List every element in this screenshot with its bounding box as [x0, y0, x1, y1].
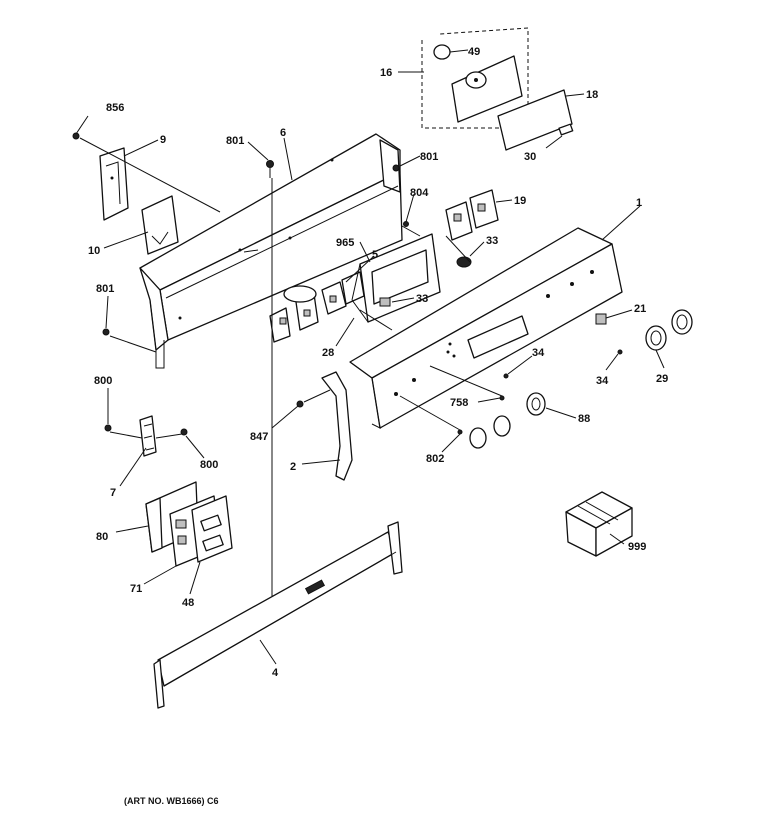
callout-1: 1: [636, 197, 642, 209]
part-switch-19: [445, 189, 499, 241]
callout-801-left: 801: [96, 283, 114, 295]
screw-801-top: [266, 160, 274, 178]
callout-999: 999: [628, 541, 646, 553]
callout-801-right: 801: [420, 151, 438, 163]
part-control-panel-1: [349, 227, 623, 429]
callout-30: 30: [524, 151, 536, 163]
part-vent-trim-4: [153, 521, 403, 709]
callout-33-upper: 33: [486, 235, 498, 247]
part-control-board-48: [191, 495, 233, 563]
screw-801-right: [392, 164, 400, 172]
callout-34-center: 34: [532, 347, 545, 359]
part-knob-21: [595, 313, 607, 325]
callout-800-left: 800: [94, 375, 112, 387]
callout-29: 29: [656, 373, 668, 385]
callout-88: 88: [578, 413, 590, 425]
callout-800-right: 800: [200, 459, 218, 471]
fastener-33-lower: [379, 297, 391, 307]
screw-802: [457, 429, 463, 435]
part-switch-assembly-965: [269, 285, 319, 343]
callout-80: 80: [96, 531, 108, 543]
screw-801-left: [102, 328, 110, 336]
callout-4: 4: [272, 667, 279, 679]
part-lens-18: [497, 89, 573, 151]
callout-2: 2: [290, 461, 296, 473]
callout-33-lower: 33: [416, 293, 428, 305]
part-knob-88: [469, 392, 546, 449]
callout-758: 758: [450, 397, 468, 409]
callout-9: 9: [160, 134, 166, 146]
screw-800-left: [104, 424, 112, 432]
callout-21: 21: [634, 303, 646, 315]
screw-847: [296, 400, 304, 408]
callout-19: 19: [514, 195, 526, 207]
screw-856: [72, 132, 80, 140]
callout-7: 7: [110, 487, 116, 499]
part-knob-30: [558, 123, 574, 136]
callout-18: 18: [586, 89, 598, 101]
screw-804: [403, 221, 409, 227]
callout-804: 804: [410, 187, 429, 199]
callout-10: 10: [88, 245, 100, 257]
fastener-33-upper: [456, 256, 472, 268]
screw-758: [499, 395, 505, 401]
callout-16: 16: [380, 67, 392, 79]
screw-34: [503, 349, 623, 379]
callout-847: 847: [250, 431, 268, 443]
callout-71: 71: [130, 583, 142, 595]
callout-6: 6: [280, 127, 286, 139]
callout-965: 965: [336, 237, 354, 249]
art-number-caption: (ART NO. WB1666) C6: [124, 796, 219, 806]
part-corner-bracket-7: [139, 415, 157, 457]
callout-48: 48: [182, 597, 194, 609]
part-end-bracket-2: [321, 371, 353, 481]
assembly-lines: [79, 137, 503, 596]
part-backsplash-panel: [139, 133, 403, 369]
callout-34-right: 34: [596, 375, 609, 387]
callout-49: 49: [468, 46, 480, 58]
callout-802: 802: [426, 453, 444, 465]
callout-labels: 856 9 10 801 801 6 801 804 965 5 33 33 2…: [88, 46, 668, 806]
screw-800-right: [180, 428, 188, 436]
part-side-bracket-10: [141, 195, 179, 255]
part-side-bracket-9: [99, 147, 129, 221]
part-clock-assembly-16: [421, 27, 529, 129]
callout-28: 28: [322, 347, 334, 359]
part-knob-49: [433, 44, 451, 60]
part-knob-29: [645, 309, 693, 351]
leader-lines: [75, 49, 665, 665]
callout-5: 5: [372, 249, 378, 261]
callout-856: 856: [106, 102, 124, 114]
part-parts-package-999: [565, 491, 633, 557]
callout-801-top: 801: [226, 135, 244, 147]
